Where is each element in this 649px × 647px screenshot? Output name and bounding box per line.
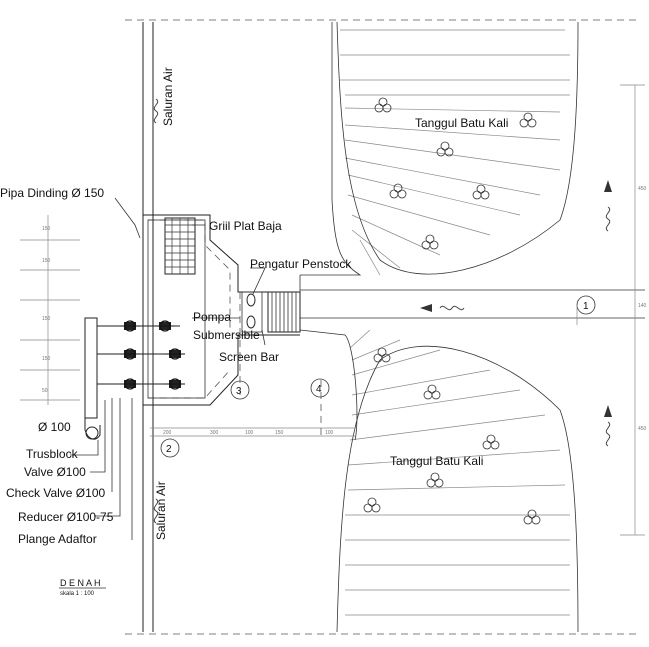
title-block: D E N A H skala 1 : 100 xyxy=(59,578,106,597)
label-tanggul-bottom: Tanggul Batu Kali xyxy=(390,454,483,468)
flow-arrows xyxy=(153,98,612,524)
pump-house xyxy=(143,214,301,406)
label-saluran-air-bottom: Saluran Air xyxy=(154,481,168,540)
label-saluran-air-top: Saluran Air xyxy=(161,67,175,126)
marker-1: 1 xyxy=(583,301,589,312)
dim-right-1: 450 xyxy=(638,186,647,192)
dim-left-5: 50 xyxy=(42,388,48,394)
dim-right-2: 140 xyxy=(638,303,647,309)
label-pompa: Pompa xyxy=(193,310,231,324)
right-dimension: 450 140 450 xyxy=(620,84,647,536)
dim-bottom-4: 150 xyxy=(275,430,284,436)
dim-bottom-2: 300 xyxy=(210,430,219,436)
label-submersible: Submersible xyxy=(193,328,260,342)
label-screen-bar: Screen Bar xyxy=(219,350,279,364)
section-markers: 1 2 3 4 xyxy=(160,292,596,458)
water-channel xyxy=(125,19,640,635)
marker-4: 4 xyxy=(316,384,322,395)
dim-bottom-1: 200 xyxy=(163,430,172,436)
label-trusblock: Trusblock xyxy=(26,447,79,461)
bottom-dimension: 200 300 100 150 100 xyxy=(150,427,355,437)
label-griil: Griil Plat Baja xyxy=(209,219,282,233)
dim-left-2: 150 xyxy=(42,258,51,264)
label-diameter: Ø 100 xyxy=(38,420,71,434)
label-valve: Valve Ø100 xyxy=(24,465,86,479)
dim-right-3: 450 xyxy=(638,426,647,432)
label-reducer: Reducer Ø100-75 xyxy=(18,510,114,524)
title-scale: skala 1 : 100 xyxy=(60,591,95,597)
label-tanggul-top: Tanggul Batu Kali xyxy=(415,116,508,130)
title-denah: D E N A H xyxy=(60,578,101,588)
dim-left-4: 150 xyxy=(42,356,51,362)
label-check-valve: Check Valve Ø100 xyxy=(6,486,105,500)
dim-left-1: 150 xyxy=(42,226,51,232)
dim-bottom-5: 100 xyxy=(325,430,334,436)
embankment-hatching xyxy=(340,29,570,616)
label-plange: Plange Adaftor xyxy=(18,532,97,546)
river-bank-outline xyxy=(299,21,645,633)
dim-left-3: 150 xyxy=(42,316,51,322)
left-dimension: 150 150 150 150 50 xyxy=(20,215,80,405)
pipe-network xyxy=(84,317,186,440)
leader-lines xyxy=(70,197,266,540)
label-pipa-dinding: Pipa Dinding Ø 150 xyxy=(0,186,104,200)
label-pengatur: Pengatur Penstock xyxy=(250,257,352,271)
dim-bottom-3: 100 xyxy=(245,430,254,436)
marker-2: 2 xyxy=(166,444,172,455)
marker-3: 3 xyxy=(236,386,242,397)
